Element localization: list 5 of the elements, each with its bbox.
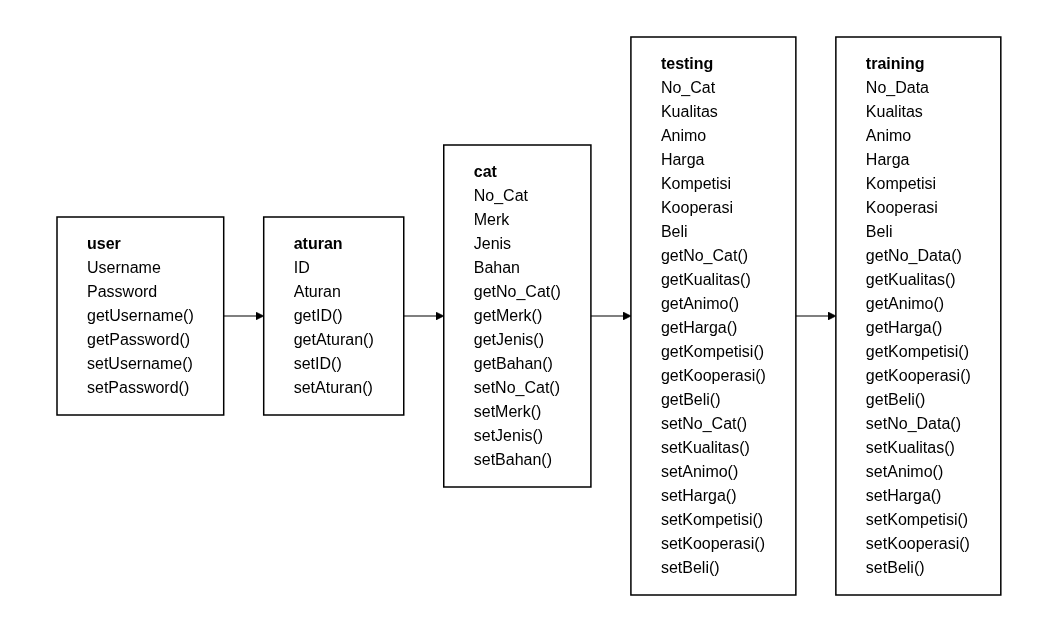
node-box: aturan ID Aturan getID() getAturan() setID() setAturan() (262, 216, 405, 416)
node-box: training No_Data Kualitas Animo Harga Kompetisi Kooperasi Beli getNo_Data() getKualitas() getAnimo() getHarga() getKompetisi() getKooperasi() getBeli() setNo_Data() setKualitas() setAnimo() setHarga() setKompetisi() setKooperasi() setBeli() (834, 36, 1002, 596)
node-box: testing No_Cat Kualitas Animo Harga Kompetisi Kooperasi Beli getNo_Cat() getKualitas() getAnimo() getHarga() getKompetisi() getKooperasi() getBeli() setNo_Cat() setKualitas() setAnimo() setHarga() setKompetisi() setKooperasi() setBeli() (629, 36, 797, 596)
node-box: user Username Password getUsername() getPassword() setUsername() setPassword() (55, 216, 225, 416)
node-box: cat No_Cat Merk Jenis Bahan getNo_Cat() getMerk() getJenis() getBahan() setNo_Cat() setMerk() setJenis() setBahan() (442, 144, 592, 488)
